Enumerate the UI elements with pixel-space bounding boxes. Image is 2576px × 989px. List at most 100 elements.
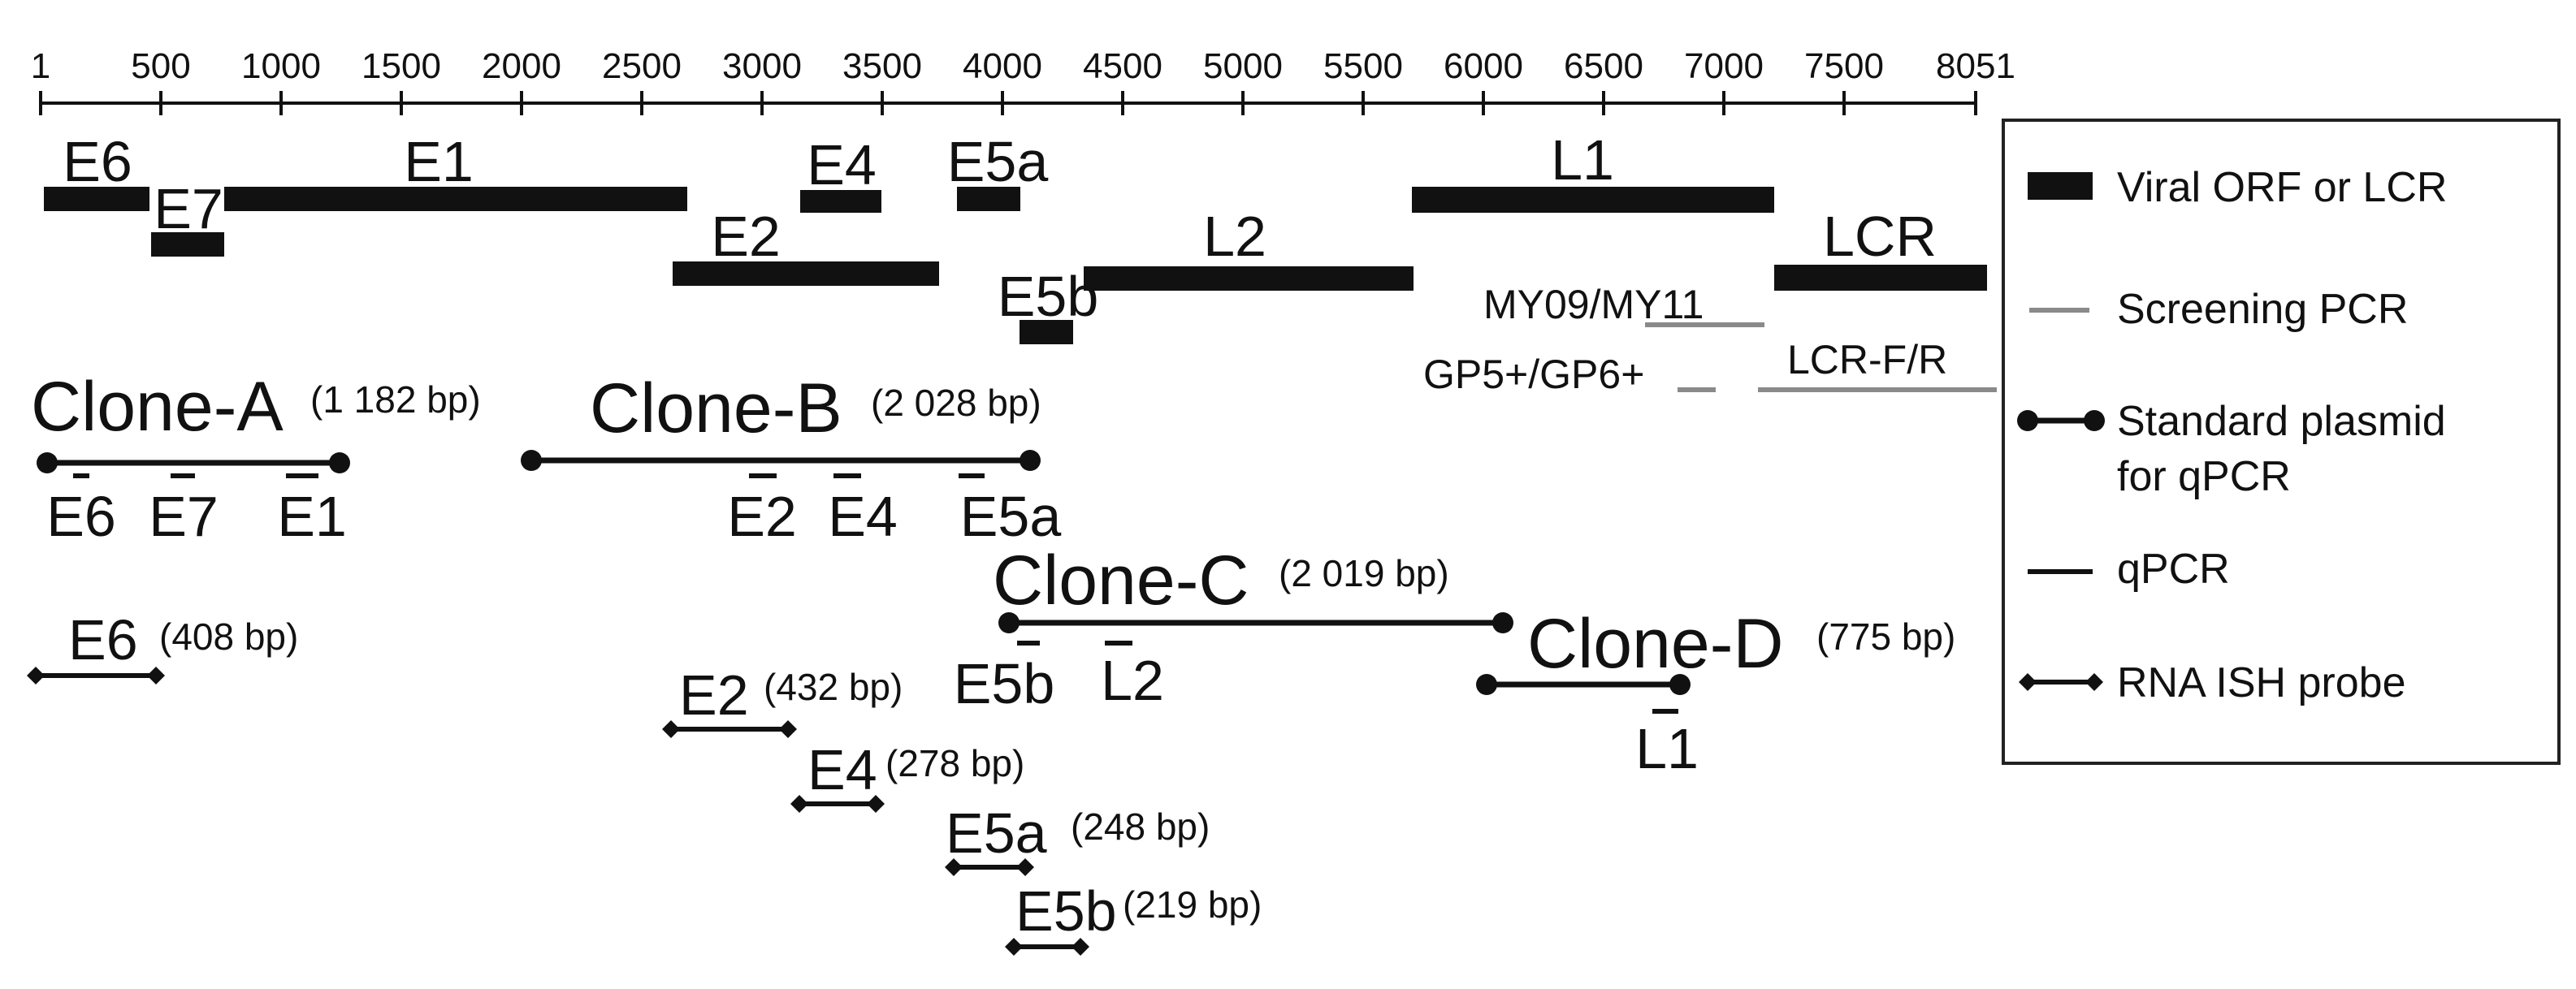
clone-d-end-right xyxy=(1669,674,1691,695)
orf-label-l2: L2 xyxy=(1203,205,1266,268)
orf-bar-l1 xyxy=(1412,187,1774,213)
probe-e4: E4 (278 bp) xyxy=(790,738,1024,813)
qpcr-label-b-e2: E2 xyxy=(727,485,797,548)
axis-ticks xyxy=(39,91,1977,115)
legend-swatch-orf xyxy=(2028,172,2093,200)
diamond-icon xyxy=(27,667,45,685)
orf-bar-e4 xyxy=(800,190,881,213)
clone-c-end-left xyxy=(998,612,1020,633)
orf-bar-e5b xyxy=(1020,320,1073,344)
clone-b-name: Clone-B xyxy=(590,369,842,447)
diamond-icon xyxy=(779,720,797,738)
orf-label-e4: E4 xyxy=(807,133,877,197)
legend-label-plasmid-line2: for qPCR xyxy=(2117,453,2291,500)
qpcr-label-c-l2: L2 xyxy=(1101,649,1164,712)
diamond-icon xyxy=(1005,938,1023,956)
probe-e6-size: (408 bp) xyxy=(159,615,298,658)
clone-a-name: Clone-A xyxy=(31,368,284,446)
clone-d: Clone-D (775 bp) L1 xyxy=(1476,605,1955,780)
legend-label-probe: RNA ISH probe xyxy=(2117,659,2406,706)
clone-d-end-left xyxy=(1476,674,1497,695)
axis-tick-label: 2500 xyxy=(602,46,682,86)
legend-label-qpcr: qPCR xyxy=(2117,546,2230,593)
clone-c-end-right xyxy=(1492,612,1513,633)
diamond-icon xyxy=(790,795,808,813)
orf-bar-e6 xyxy=(44,187,149,211)
probe-e2: E2 (432 bp) xyxy=(662,663,903,738)
clone-c-name: Clone-C xyxy=(993,542,1249,620)
diamond-icon xyxy=(2085,673,2103,691)
orf-label-l1: L1 xyxy=(1551,128,1614,192)
probe-e5a: E5a (248 bp) xyxy=(945,801,1210,876)
orf-bar-e1 xyxy=(224,187,687,211)
orf-label-e5a: E5a xyxy=(947,130,1049,193)
probe-e5b: E5b (219 bp) xyxy=(1005,879,1262,956)
orf-bar-e7 xyxy=(151,232,224,257)
legend-box xyxy=(2002,119,2561,765)
orf-label-e1: E1 xyxy=(404,130,474,193)
axis-tick-label: 5500 xyxy=(1323,46,1403,86)
probe-e4-name: E4 xyxy=(807,738,877,801)
axis-tick-label: 2000 xyxy=(482,46,561,86)
legend-label-orf: Viral ORF or LCR xyxy=(2117,164,2447,211)
diamond-icon xyxy=(662,720,680,738)
clone-b-end-left xyxy=(521,450,542,471)
axis-tick-label: 3500 xyxy=(842,46,922,86)
axis-tick-label: 4500 xyxy=(1083,46,1162,86)
genome-axis: 1 500 1000 1500 2000 2500 3000 3500 4000… xyxy=(31,46,2015,115)
orf-label-e6: E6 xyxy=(63,130,132,193)
orf-bar-e2 xyxy=(673,261,939,286)
axis-tick-label: 4000 xyxy=(963,46,1042,86)
legend-label-plasmid-line1: Standard plasmid xyxy=(2117,398,2446,445)
clone-b: Clone-B (2 028 bp) E2 E4 E5a xyxy=(521,369,1061,548)
diamond-icon xyxy=(147,667,165,685)
axis-tick-label: 7500 xyxy=(1804,46,1884,86)
legend-swatch-plasmid xyxy=(2017,410,2105,431)
axis-tick-label: 1000 xyxy=(241,46,321,86)
diamond-icon xyxy=(945,858,963,876)
orf-label-e5b: E5b xyxy=(998,265,1099,328)
clone-b-end-right xyxy=(1020,450,1041,471)
probe-e6-name: E6 xyxy=(68,608,138,672)
qpcr-label-b-e5a: E5a xyxy=(960,485,1062,548)
probe-e5a-name: E5a xyxy=(946,801,1047,865)
qpcr-label-b-e4: E4 xyxy=(828,485,898,548)
qpcr-label-a-e6: E6 xyxy=(46,485,116,548)
orf-label-e7: E7 xyxy=(154,177,223,240)
axis-tick-label: 1500 xyxy=(362,46,441,86)
probe-e2-size: (432 bp) xyxy=(764,666,903,708)
orf-label-e2: E2 xyxy=(711,205,781,268)
legend: Viral ORF or LCR Screening PCR Standard … xyxy=(2002,119,2561,765)
probe-e5b-size: (219 bp) xyxy=(1123,883,1262,926)
clone-a-end-right xyxy=(329,452,350,473)
axis-tick-label: 7000 xyxy=(1684,46,1764,86)
axis-tick-label: 500 xyxy=(131,46,190,86)
clone-a: Clone-A (1 182 bp) E6 E7 E1 xyxy=(31,368,481,548)
axis-tick-label: 5000 xyxy=(1203,46,1283,86)
diamond-icon xyxy=(1072,938,1089,956)
probe-e6: E6 (408 bp) xyxy=(27,608,298,685)
diamond-icon xyxy=(867,795,885,813)
screening-label-gp5-gp6: GP5+/GP6+ xyxy=(1423,352,1644,397)
clone-a-size: (1 182 bp) xyxy=(310,378,481,421)
diamond-icon xyxy=(1016,858,1034,876)
axis-tick-label: 8051 xyxy=(1936,46,2015,86)
legend-swatch-probe xyxy=(2019,673,2103,691)
orf-bar-lcr xyxy=(1774,265,1987,291)
axis-tick-label: 1 xyxy=(31,46,50,86)
clone-d-name: Clone-D xyxy=(1527,605,1783,683)
orf-label-lcr: LCR xyxy=(1823,205,1937,268)
screening-label-lcr-fr: LCR-F/R xyxy=(1787,337,1947,382)
clone-c: Clone-C (2 019 bp) E5b L2 xyxy=(954,542,1513,715)
qpcr-label-a-e1: E1 xyxy=(277,485,347,548)
qpcr-label-a-e7: E7 xyxy=(149,485,219,548)
rna-ish-probes: E6 (408 bp) E2 (432 bp) E4 (278 bp) E5a … xyxy=(27,608,1262,956)
screening-label-my09-my11: MY09/MY11 xyxy=(1483,282,1704,327)
axis-tick-label: 6000 xyxy=(1444,46,1523,86)
orf-bar-e5a xyxy=(957,187,1020,211)
probe-e5a-size: (248 bp) xyxy=(1071,805,1210,848)
qpcr-label-d-l1: L1 xyxy=(1635,717,1699,780)
screening-pcr xyxy=(1645,322,1997,392)
probe-e5b-name: E5b xyxy=(1015,879,1117,943)
